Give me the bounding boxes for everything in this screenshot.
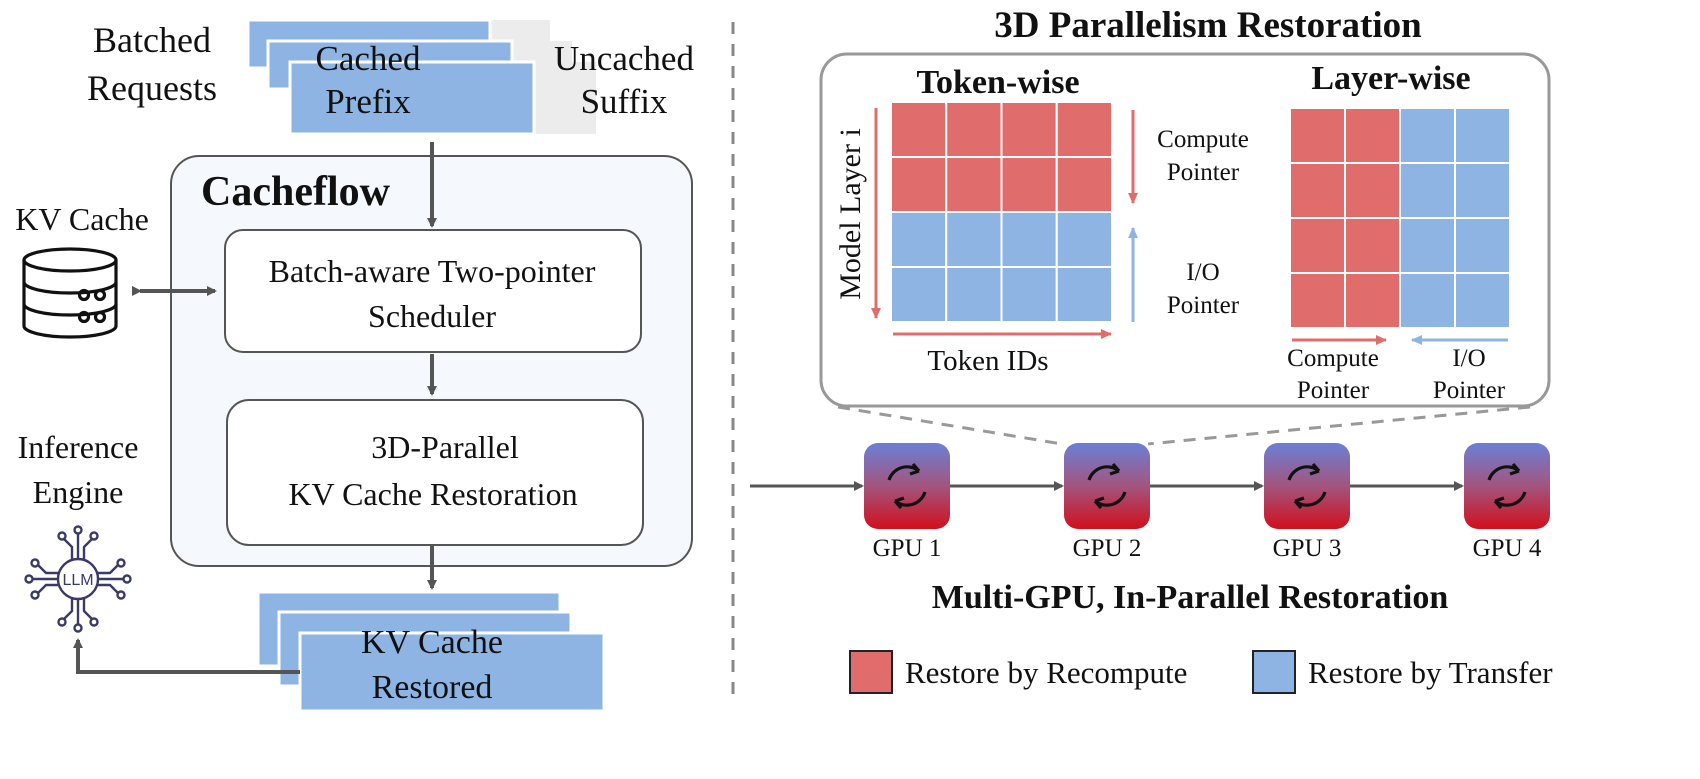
- token-wise-cell: [1000, 156, 1058, 213]
- layer-wise-cell: [1454, 272, 1511, 329]
- uncached-suffix-label-line1: Uncached: [554, 39, 694, 78]
- layer-wise-cell: [1289, 272, 1346, 329]
- kv-cache-restored-line1: KV Cache: [361, 624, 503, 661]
- token-wise-cell: [1055, 101, 1113, 158]
- token-wise-cell: [890, 101, 948, 158]
- left-panel: Batched Requests Cached Prefix Uncached …: [15, 18, 694, 713]
- legend-transfer-label: Restore by Transfer: [1308, 655, 1553, 690]
- token-wise-cell: [1055, 266, 1113, 323]
- layer-wise-compute-pointer-line2: Pointer: [1297, 377, 1370, 404]
- gpu-chip: [1264, 443, 1350, 529]
- token-wise-cell: [945, 101, 1003, 158]
- batched-requests-label-line1: Batched: [93, 20, 211, 60]
- token-wise-cell: [945, 156, 1003, 213]
- layer-wise-cell: [1454, 162, 1511, 219]
- cached-segment-3: [288, 60, 536, 136]
- layer-wise-cell: [1454, 107, 1511, 164]
- token-wise-cell: [1000, 211, 1058, 268]
- gpu-chip: [1064, 443, 1150, 529]
- request-card-stack: [246, 18, 596, 136]
- layer-wise-cell: [1344, 272, 1401, 329]
- legend-recompute-label: Restore by Recompute: [905, 655, 1187, 690]
- layer-wise-cell: [1344, 107, 1401, 164]
- token-wise-cell: [890, 156, 948, 213]
- layer-wise-io-pointer-line1: I/O: [1452, 345, 1485, 372]
- batched-requests-label-line2: Requests: [87, 68, 217, 108]
- right-panel: 3D Parallelism Restoration Token-wise Mo…: [750, 5, 1553, 694]
- token-wise-cell: [1000, 101, 1058, 158]
- inference-engine-label-line1: Inference: [18, 429, 139, 465]
- layer-wise-cell: [1399, 217, 1456, 274]
- gpu-label: GPU 3: [1273, 535, 1342, 562]
- token-wise-title: Token-wise: [916, 64, 1079, 101]
- token-wise-io-pointer-line1: I/O: [1186, 259, 1219, 286]
- multi-gpu-title: Multi-GPU, In-Parallel Restoration: [932, 579, 1449, 616]
- legend-recompute-swatch: [849, 650, 893, 694]
- gpu-row: GPU 1 GPU 2 GPU 3 GPU 4: [750, 443, 1550, 562]
- cached-prefix-label-line2: Prefix: [325, 82, 411, 121]
- token-wise-cell: [1055, 211, 1113, 268]
- cacheflow-title: Cacheflow: [201, 169, 391, 215]
- inference-engine-label-line2: Engine: [33, 474, 124, 510]
- restored-to-engine-arrow: [73, 638, 300, 674]
- layer-wise-cell: [1454, 217, 1511, 274]
- token-wise-grid: [890, 101, 1113, 323]
- restoration-box-line1: 3D-Parallel: [371, 429, 519, 465]
- token-wise-cell: [1000, 266, 1058, 323]
- token-wise-cell: [890, 266, 948, 323]
- token-wise-compute-pointer-line1: Compute: [1157, 126, 1249, 153]
- layer-wise-grid: [1289, 107, 1511, 329]
- layer-wise-title: Layer-wise: [1311, 60, 1470, 97]
- gpu-chip: [864, 443, 950, 529]
- uncached-segment-3: [534, 62, 596, 134]
- restored-card-stack: [256, 590, 606, 713]
- token-wise-cell: [890, 211, 948, 268]
- database-icon: [22, 247, 118, 339]
- kv-cache-restored-line2: Restored: [372, 669, 493, 706]
- scheduler-box-line1: Batch-aware Two-pointer: [269, 253, 596, 289]
- parallelism-title: 3D Parallelism Restoration: [994, 5, 1422, 46]
- restoration-box: [226, 399, 644, 546]
- restored-card-3: [298, 631, 606, 713]
- token-wise-cell: [1055, 156, 1113, 213]
- cached-prefix-label-line1: Cached: [316, 39, 421, 78]
- llm-chip-icon: [24, 525, 132, 633]
- layer-wise-cell: [1289, 162, 1346, 219]
- token-wise-compute-pointer-line2: Pointer: [1167, 159, 1240, 186]
- token-wise-x-axis-label: Token IDs: [927, 345, 1048, 377]
- layer-wise-cell: [1399, 272, 1456, 329]
- layer-wise-compute-pointer-line1: Compute: [1287, 345, 1379, 372]
- layer-wise-cell: [1344, 217, 1401, 274]
- layer-wise-cell: [1289, 217, 1346, 274]
- layer-wise-cell: [1289, 107, 1346, 164]
- gpu-label: GPU 2: [1073, 535, 1142, 562]
- zoom-line-left: [837, 405, 1063, 446]
- zoom-line-right: [1147, 405, 1531, 446]
- legend-transfer-swatch: [1252, 650, 1296, 694]
- uncached-suffix-label-line2: Suffix: [581, 82, 668, 121]
- gpu-chip: [1464, 443, 1550, 529]
- token-wise-cell: [945, 211, 1003, 268]
- layer-wise-cell: [1399, 107, 1456, 164]
- legend: Restore by Recompute Restore by Transfer: [849, 650, 1553, 694]
- scheduler-box: [224, 229, 642, 353]
- token-wise-io-pointer-line2: Pointer: [1167, 292, 1240, 319]
- gpu-label: GPU 1: [873, 535, 942, 562]
- restoration-box-line2: KV Cache Restoration: [288, 476, 577, 512]
- token-wise-y-axis-label: Model Layer i: [834, 128, 867, 300]
- scheduler-box-line2: Scheduler: [368, 298, 496, 334]
- layer-wise-cell: [1399, 162, 1456, 219]
- layer-wise-io-pointer-line2: Pointer: [1433, 377, 1506, 404]
- token-wise-cell: [945, 266, 1003, 323]
- kv-cache-label: KV Cache: [15, 201, 149, 237]
- layer-wise-cell: [1344, 162, 1401, 219]
- llm-icon-label: LLM: [62, 572, 93, 589]
- gpu-label: GPU 4: [1473, 535, 1542, 562]
